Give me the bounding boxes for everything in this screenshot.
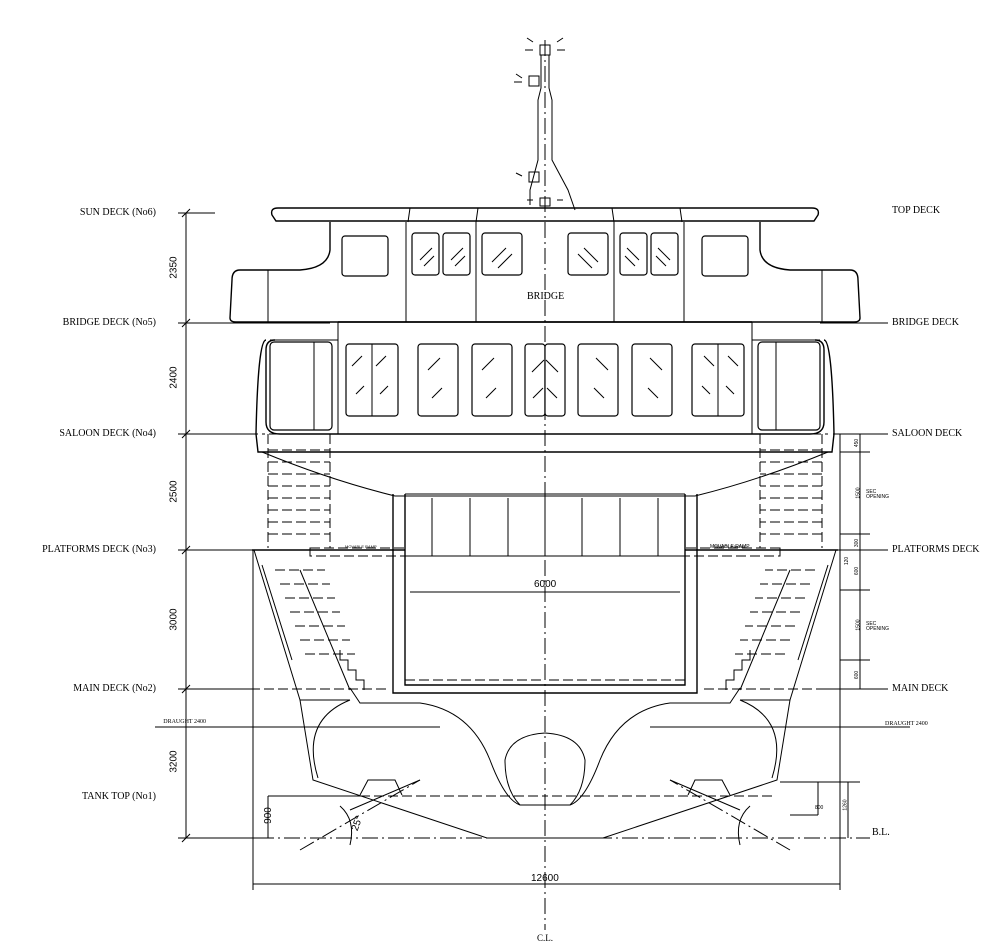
dim-600-lower: 600 xyxy=(854,670,861,680)
label-bridge-deck-left: BRIDGE DECK (No5) xyxy=(62,317,156,328)
dim-120: 120 xyxy=(844,556,851,566)
label-platforms-deck-left: PLATFORMS DECK (No3) xyxy=(42,544,156,555)
label-bridge: BRIDGE xyxy=(527,291,565,302)
label-platforms-deck-right: PLATFORMS DECK xyxy=(892,544,980,555)
mast xyxy=(514,37,576,211)
dim-12600: 12600 xyxy=(531,873,559,884)
sec-opening-upper: SEC OPENING xyxy=(866,489,890,500)
hull-half-right xyxy=(544,207,861,851)
dim-2400: 2400 xyxy=(168,366,180,389)
label-saloon-deck-right: SALOON DECK xyxy=(892,428,963,439)
label-main-deck-left: MAIN DECK (No2) xyxy=(73,683,156,694)
dim-1500-lower: 1500 xyxy=(855,619,862,631)
label-sun-deck: SUN DECK (No6) xyxy=(79,207,156,218)
sec-opening-lower: SEC OPENING xyxy=(866,621,890,632)
label-draught-right: DRAUGHT 2400 xyxy=(885,721,928,727)
label-bridge-deck-right: BRIDGE DECK xyxy=(892,317,959,328)
mast-light-icon xyxy=(539,197,551,207)
dim-600-upper: 600 xyxy=(854,566,861,576)
hull-half-left: MOVABLE RAMP xyxy=(229,207,546,851)
label-saloon-deck-left: SALOON DECK (No4) xyxy=(59,428,156,439)
label-centerline: C.L. xyxy=(537,933,554,943)
mast-light-icon xyxy=(528,75,540,87)
dim-2350: 2350 xyxy=(168,256,180,279)
mast-light-icon xyxy=(539,44,551,56)
label-baseline: B.L. xyxy=(872,827,890,838)
dim-3000: 3000 xyxy=(168,608,180,631)
dim-300: 300 xyxy=(854,538,861,548)
dim-3200: 3200 xyxy=(168,750,180,773)
label-top-deck: TOP DECK xyxy=(892,205,941,216)
dim-450: 450 xyxy=(854,438,861,448)
label-tank-top: TANK TOP (No1) xyxy=(81,791,156,802)
movable-ramp-label: MOVABLE RAMP xyxy=(345,544,377,549)
dim-2500: 2500 xyxy=(168,480,180,503)
movable-ramp-label-right: MOVABLE RAMP xyxy=(710,544,750,550)
mast-light-icon xyxy=(528,171,540,183)
dim-6000: 6000 xyxy=(534,579,557,590)
dim-1500-upper: 1500 xyxy=(855,487,862,499)
label-draught-left: DRAUGHT 2400 xyxy=(163,719,206,725)
label-main-deck-right: MAIN DECK xyxy=(892,683,949,694)
dim-800: 800 xyxy=(815,805,824,811)
dimension-lines xyxy=(155,208,910,890)
dim-1260: 1260 xyxy=(842,799,849,811)
dim-900: 900 xyxy=(262,807,274,824)
